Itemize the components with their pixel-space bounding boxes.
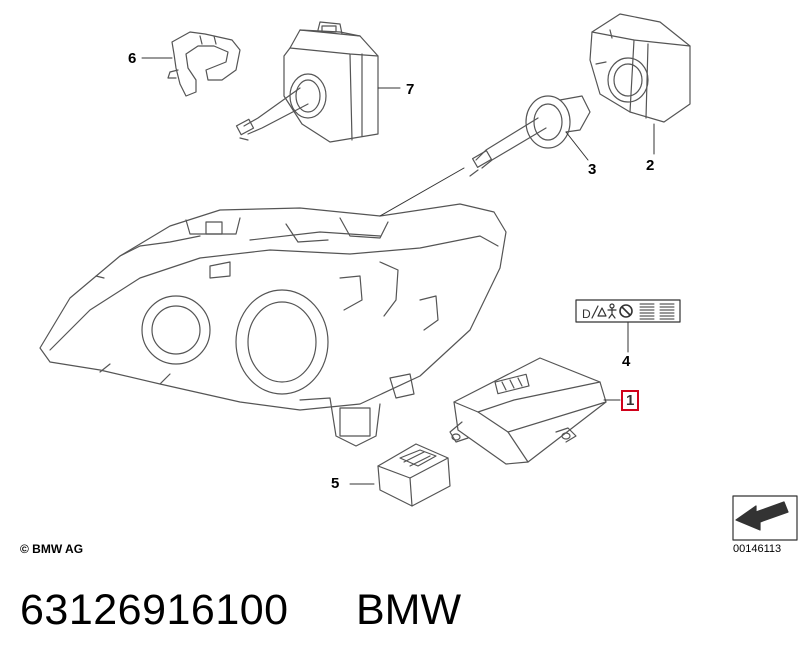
brand-name: BMW	[356, 586, 462, 634]
callout-3: 3	[588, 161, 597, 178]
retaining-clip-part-6	[167, 31, 241, 97]
warning-label-d-glyph: D	[582, 307, 591, 321]
xenon-bulb-part-3	[469, 95, 591, 177]
callout-2: 2	[646, 157, 655, 174]
igniter-socket-part-2	[589, 13, 691, 123]
callout-6: 6	[128, 50, 137, 67]
diagram-reference-number: 00146113	[733, 543, 782, 555]
callout-1: 1	[621, 390, 640, 411]
direction-arrow-box	[732, 495, 798, 541]
control-unit-part-1	[449, 357, 607, 465]
leader-lines	[141, 57, 655, 485]
xenon-bulb-igniter-part-7	[235, 21, 379, 143]
direction-arrow-icon	[735, 501, 789, 531]
headlight-assembly	[39, 203, 507, 447]
callout-4: 4	[622, 353, 631, 370]
warning-label-part-4	[575, 299, 681, 323]
callout-5: 5	[331, 475, 340, 492]
small-module-part-5	[377, 443, 451, 507]
copyright-text: © BMW AG	[20, 542, 84, 556]
callout-7: 7	[406, 81, 415, 98]
part-number: 63126916100	[20, 586, 289, 634]
warning-label-icon	[597, 307, 607, 317]
